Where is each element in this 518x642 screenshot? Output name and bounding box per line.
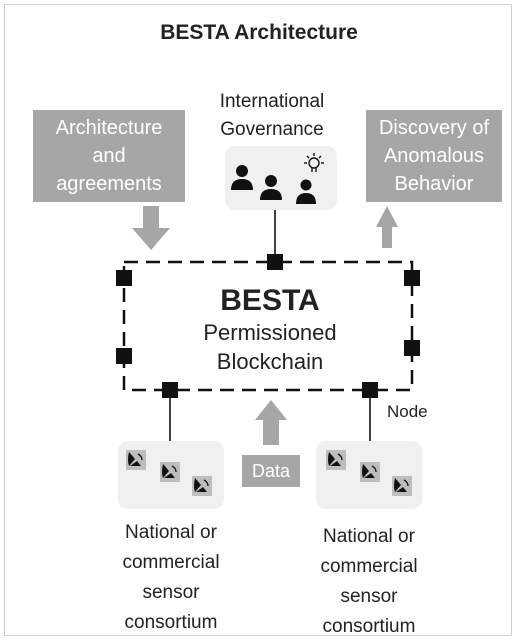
satellite-dish-icon [126,450,146,470]
satellite-dish-icon [160,462,180,482]
arrow-up-data [255,400,287,445]
figure-frame [4,4,512,636]
consortium-line-1: National or [125,522,217,543]
node-bottom-right [362,382,378,398]
governance-icons [231,153,324,204]
architecture-line-2: and [92,145,126,167]
node-right-upper [404,270,420,286]
consortium-label-left: National or commercial sensor consortium [96,518,246,638]
satellite-dish-icon [192,476,212,496]
discovery-line-3: Behavior [394,173,474,195]
arrow-down-architecture [132,206,170,250]
consortium-line-3: sensor [340,586,398,607]
node-label: Node [387,402,428,421]
governance-line-1: International [219,91,325,112]
satellite-dish-icon [392,476,412,496]
satellite-dish-icon [326,450,346,470]
person-icon [231,165,253,190]
consortium-line-2: commercial [320,556,418,577]
discovery-line-2: Anomalous [383,145,485,167]
person-lightbulb-icon [296,153,324,204]
blockchain-name: BESTA [220,284,320,317]
consortium-line-3: sensor [142,582,200,603]
consortium-line-2: commercial [122,552,220,573]
blockchain-sub-line-2: Blockchain [216,349,324,374]
node-bottom-left [162,382,178,398]
consortium-line-4: consortium [124,612,218,633]
blockchain-subtitle: Permissioned Blockchain [180,318,360,376]
node-left-lower [116,348,132,364]
discovery-anomalous-box: Discovery of Anomalous Behavior [366,110,502,202]
node-left-upper [116,270,132,286]
consortium-line-4: consortium [322,616,416,637]
data-box: Data [242,455,300,487]
consortium-line-1: National or [323,526,415,547]
governance-label: International Governance [190,88,354,144]
consortium-label-right: National or commercial sensor consortium [294,522,444,642]
architecture-line-1: Architecture [55,117,163,139]
blockchain-sub-line-1: Permissioned [203,320,337,345]
satellite-dish-icon [360,462,380,482]
person-icon [260,175,282,200]
arrow-up-discovery [376,206,398,248]
left-sensor-icons [126,450,212,496]
governance-line-2: Governance [220,119,324,140]
architecture-line-3: agreements [56,173,162,195]
discovery-line-1: Discovery of [378,117,490,139]
node-top [267,254,283,270]
diagram-title: BESTA Architecture [160,21,358,44]
node-right-lower [404,340,420,356]
right-sensor-icons [326,450,412,496]
architecture-agreements-box: Architecture and agreements [33,110,185,202]
